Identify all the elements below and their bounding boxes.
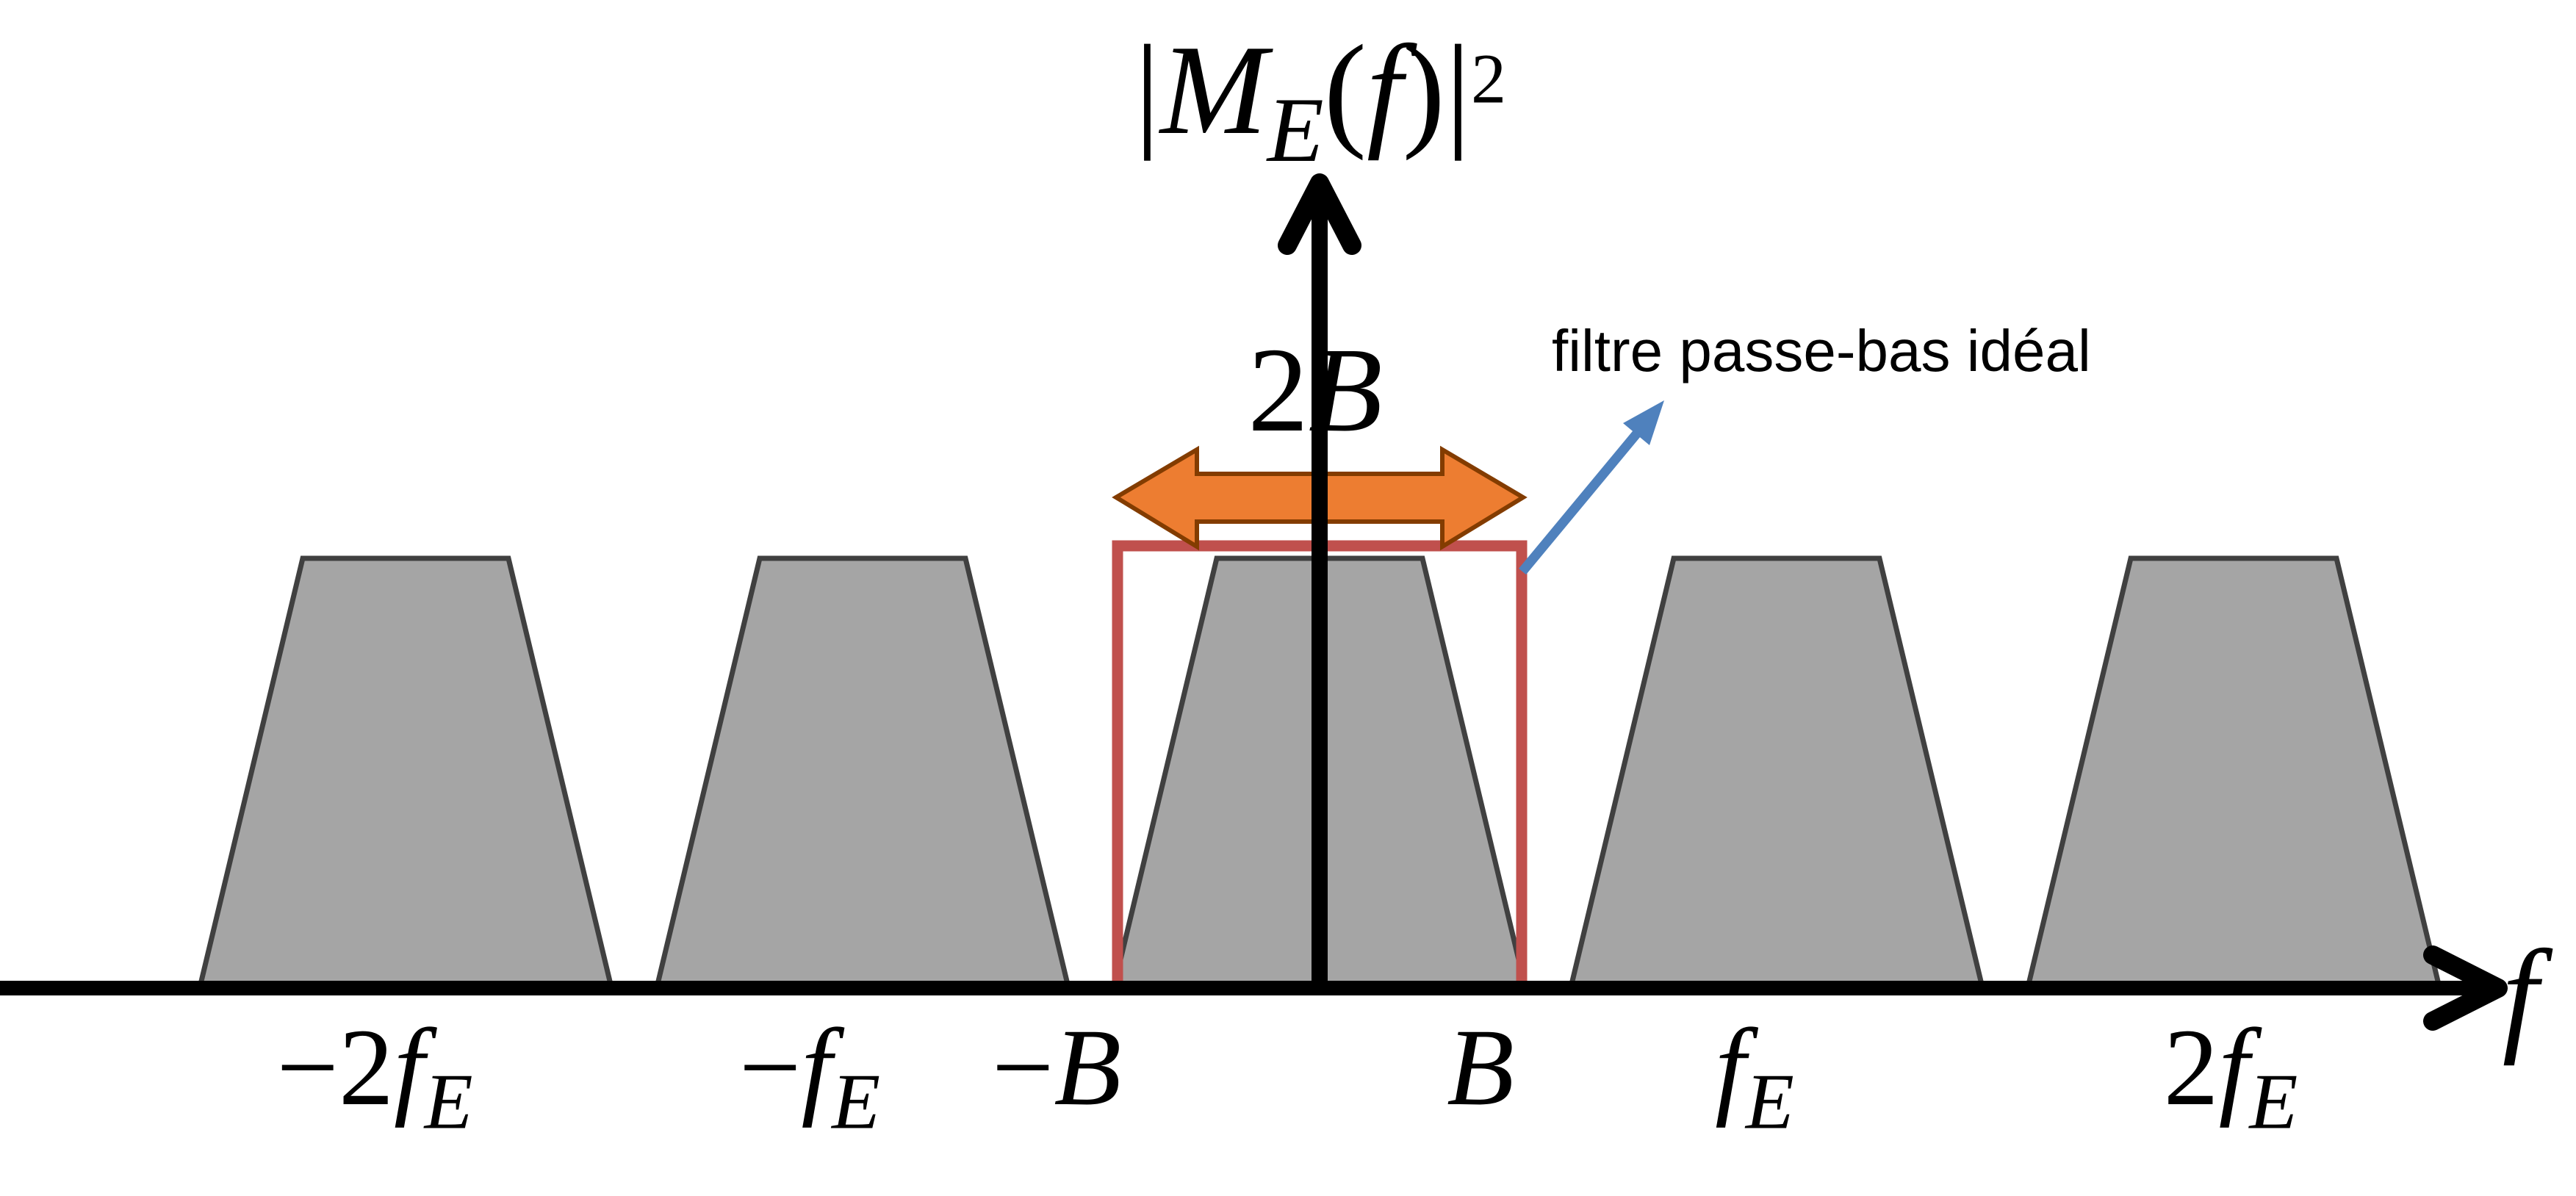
title-superscript-2: 2 [1470, 39, 1507, 118]
tick-text: − [738, 1006, 802, 1128]
title-subscript-E: E [1267, 79, 1324, 181]
spectrum-trapezoid-fE [1566, 555, 1987, 993]
lowpass-filter-annotation: filtre passe-bas idéal [1552, 318, 2091, 383]
tick-subscript: E [424, 1058, 473, 1146]
title-bar-open: | [1134, 18, 1160, 161]
spectrum-trapezoid-minus-fE [652, 555, 1073, 993]
tick-label-minus-fE: −fE [739, 1012, 880, 1142]
title-paren-close: ) [1402, 18, 1445, 161]
title-M: M [1159, 18, 1267, 161]
tick-text: f [2218, 1006, 2250, 1128]
tick-label-B: B [1447, 1012, 1514, 1123]
y-axis-title: |ME(f)|2 [1134, 26, 1507, 177]
tick-text: B [1054, 1006, 1122, 1128]
title-f: f [1367, 18, 1403, 161]
tick-subscript: E [832, 1058, 881, 1146]
tick-text: − [991, 1006, 1054, 1128]
x-axis-arrowhead-icon [2423, 945, 2508, 1031]
bandwidth-label: 2B [1248, 329, 1382, 450]
bandwidth-var: B [1308, 323, 1383, 457]
annotation-arrow-line [1518, 426, 1644, 575]
y-axis-arrowhead-icon [1278, 173, 1361, 255]
tick-text: f [1715, 1006, 1746, 1128]
tick-text: 2 [2163, 1006, 2219, 1128]
tick-text: −2 [276, 1006, 394, 1128]
tick-subscript: E [1745, 1058, 1794, 1146]
spectrum-trapezoid-minus-2fE [195, 555, 616, 993]
tick-text: B [1447, 1006, 1514, 1128]
x-axis-label: f [2502, 923, 2539, 1066]
tick-label-fE: fE [1715, 1012, 1794, 1142]
annotation-arrowhead-icon [1623, 400, 1664, 445]
tick-label-2fE: 2fE [2164, 1012, 2298, 1142]
spectrum-trapezoid-2fE [2023, 555, 2444, 993]
tick-label-minus-2fE: −2fE [276, 1012, 472, 1142]
tick-label-minus-B: −B [992, 1012, 1121, 1123]
tick-text: f [801, 1006, 832, 1128]
title-bar-close: | [1444, 18, 1471, 161]
tick-subscript: E [2249, 1058, 2298, 1146]
title-paren-open: ( [1323, 18, 1367, 161]
tick-text: f [393, 1006, 425, 1128]
bandwidth-coef: 2 [1248, 323, 1309, 457]
